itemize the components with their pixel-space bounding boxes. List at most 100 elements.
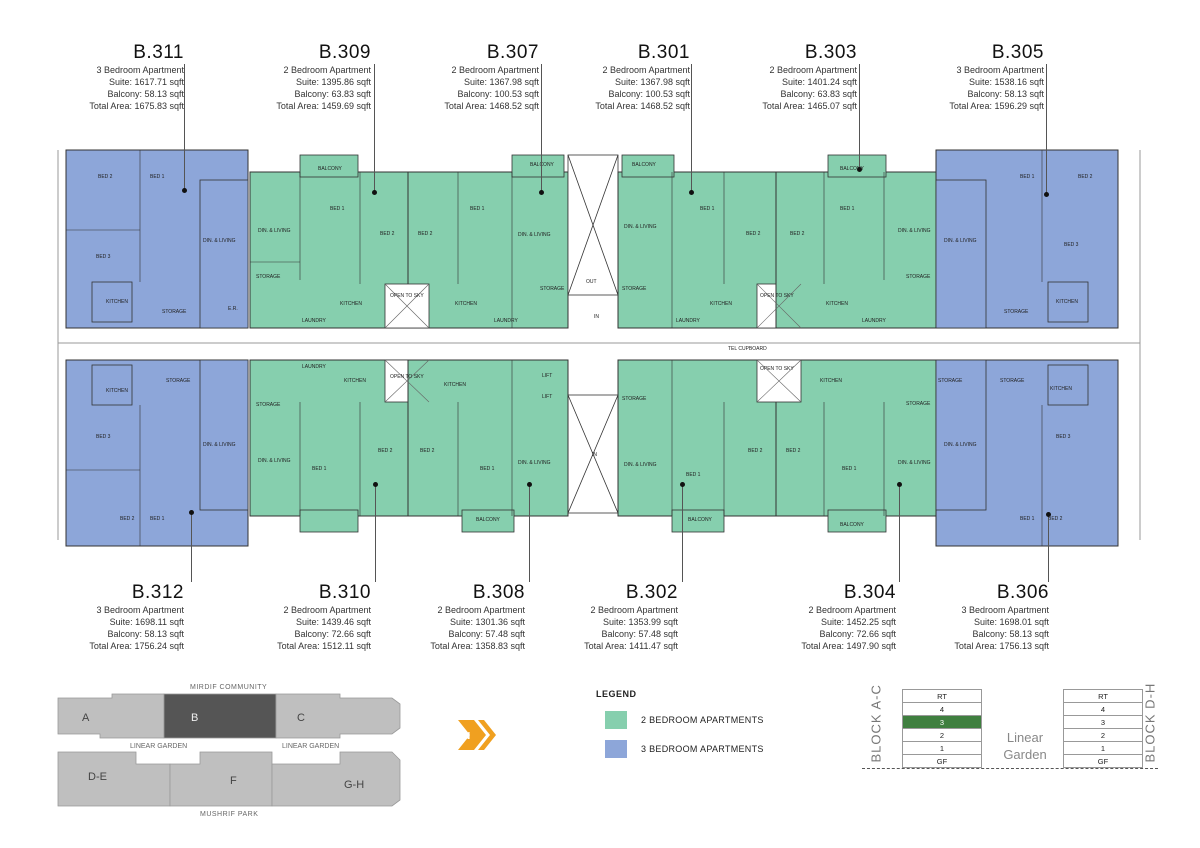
- unit-code: B.308: [472, 582, 525, 603]
- room-label: DIN. & LIVING: [258, 458, 291, 464]
- unit-b308-plan: [407, 359, 569, 533]
- unit-total: Total Area: 1497.90 sqft: [801, 641, 896, 651]
- keyplan-top-label: MIRDIF COMMUNITY: [190, 684, 267, 691]
- room-label: DIN. & LIVING: [203, 238, 236, 244]
- room-label: STORAGE: [256, 274, 281, 280]
- unit-type: 2 Bedroom Apartment: [437, 605, 525, 615]
- unit-label-b304: B.304 2 Bedroom Apartment Suite: 1452.25…: [636, 582, 896, 652]
- unit-total: Total Area: 1756.13 sqft: [954, 641, 1049, 651]
- keyplan-block-label-f: F: [230, 775, 237, 787]
- block-ac-name: BLOCK A-C: [868, 684, 884, 763]
- leader-line: [184, 64, 185, 190]
- keyplan-block-label-a: A: [82, 712, 90, 724]
- room-label: KITCHEN: [826, 301, 848, 307]
- room-label: STORAGE: [1004, 309, 1029, 315]
- keyplan-top-row: [57, 693, 401, 739]
- room-labels: BED 1 BED 2 BED 3 KITCHEN STORAGE DIN. &…: [96, 162, 1093, 528]
- unit-type: 3 Bedroom Apartment: [96, 605, 184, 615]
- leader-line: [374, 64, 375, 192]
- room-label: IN: [592, 452, 597, 458]
- room-label: DIN. & LIVING: [898, 228, 931, 234]
- keyplan-block-label-c: C: [297, 712, 305, 724]
- north-label: N: [463, 731, 470, 742]
- room-label: STORAGE: [938, 378, 963, 384]
- unit-suite: Suite: 1698.11 sqft: [109, 617, 184, 627]
- unit-total: Total Area: 1468.52 sqft: [444, 101, 539, 111]
- leader-dot: [372, 190, 377, 195]
- block-ac-floors: RT 4 3 2 1 GF: [902, 689, 982, 768]
- room-label: LAUNDRY: [494, 318, 518, 324]
- room-label: BALCONY: [688, 517, 713, 523]
- room-label: BALCONY: [840, 166, 865, 172]
- room-label: OPEN TO SKY: [760, 366, 794, 372]
- room-label: DIN. & LIVING: [944, 442, 977, 448]
- unit-suite: Suite: 1395.86 sqft: [295, 77, 371, 87]
- room-label: OUT: [586, 279, 597, 285]
- unit-label-b312: B.312 3 Bedroom Apartment Suite: 1698.11…: [0, 582, 184, 652]
- room-label: KITCHEN: [344, 378, 366, 384]
- leader-line: [529, 484, 530, 582]
- floor-cell: 2: [1063, 728, 1143, 742]
- leader-dot: [373, 482, 378, 487]
- room-label: BED 3: [96, 434, 111, 440]
- floor-cell: GF: [1063, 754, 1143, 768]
- unit-total: Total Area: 1411.47 sqft: [584, 641, 678, 651]
- room-label: OPEN TO SKY: [390, 293, 424, 299]
- unit-b306-plan: [935, 359, 1119, 547]
- room-label: BED 1: [312, 466, 327, 472]
- unit-label-b305: B.305 3 Bedroom Apartment Suite: 1538.16…: [784, 42, 1044, 112]
- unit-balcony: Balcony: 100.53 sqft: [608, 89, 690, 99]
- room-label: STORAGE: [540, 286, 565, 292]
- room-label: BED 1: [330, 206, 345, 212]
- room-label: BALCONY: [530, 162, 555, 168]
- open-to-sky-marks: [384, 283, 802, 403]
- room-label: STORAGE: [906, 274, 931, 280]
- unit-code: B.310: [318, 582, 371, 603]
- keyplan-bottom-label: MUSHRIF PARK: [200, 811, 258, 818]
- unit-code: B.311: [133, 42, 184, 63]
- unit-balcony: Balcony: 58.13 sqft: [107, 629, 184, 639]
- room-label: BED 1: [700, 206, 715, 212]
- room-label: STORAGE: [622, 396, 647, 402]
- room-label: BALCONY: [632, 162, 657, 168]
- unit-total: Total Area: 1675.83 sqft: [89, 101, 184, 111]
- unit-type: 2 Bedroom Apartment: [451, 65, 539, 75]
- unit-code: B.305: [991, 42, 1044, 63]
- floor-cell: RT: [902, 689, 982, 703]
- leader-dot: [189, 510, 194, 515]
- unit-code: B.304: [843, 582, 896, 603]
- unit-code: B.307: [486, 42, 539, 63]
- room-label: LAUNDRY: [862, 318, 886, 324]
- keyplan-block-c: [275, 693, 401, 739]
- keyplan-bottom-row: [57, 751, 401, 807]
- unit-code: B.309: [318, 42, 371, 63]
- room-label: KITCHEN: [340, 301, 362, 307]
- unit-balcony: Balcony: 58.13 sqft: [972, 629, 1049, 639]
- room-label: DIN. & LIVING: [518, 460, 551, 466]
- leader-line: [859, 64, 860, 169]
- unit-balcony: Balcony: 58.13 sqft: [967, 89, 1044, 99]
- room-label: STORAGE: [1000, 378, 1025, 384]
- room-label: BED 1: [840, 206, 855, 212]
- room-label: BED 3: [96, 254, 111, 260]
- unit-b302-plan: [617, 359, 777, 533]
- leader-dot: [689, 190, 694, 195]
- room-label: IN: [594, 314, 599, 320]
- unit-total: Total Area: 1596.29 sqft: [949, 101, 1044, 111]
- unit-b303-plan: [775, 154, 937, 329]
- unit-label-b306: B.306 3 Bedroom Apartment Suite: 1698.01…: [789, 582, 1049, 652]
- leader-dot: [680, 482, 685, 487]
- unit-type: 2 Bedroom Apartment: [769, 65, 857, 75]
- unit-suite: Suite: 1452.25 sqft: [820, 617, 896, 627]
- unit-code: B.302: [625, 582, 678, 603]
- leader-line: [1048, 514, 1049, 582]
- floor-cell: 2: [902, 728, 982, 742]
- unit-label-b308: B.308 2 Bedroom Apartment Suite: 1301.36…: [265, 582, 525, 652]
- unit-b301-plan: [617, 154, 802, 329]
- unit-type: 2 Bedroom Apartment: [808, 605, 896, 615]
- legend-swatch-2br: [605, 711, 627, 729]
- unit-type: 2 Bedroom Apartment: [283, 65, 371, 75]
- unit-suite: Suite: 1367.98 sqft: [463, 77, 539, 87]
- leader-dot: [539, 190, 544, 195]
- keyplan-block-label-de: D-E: [88, 771, 107, 783]
